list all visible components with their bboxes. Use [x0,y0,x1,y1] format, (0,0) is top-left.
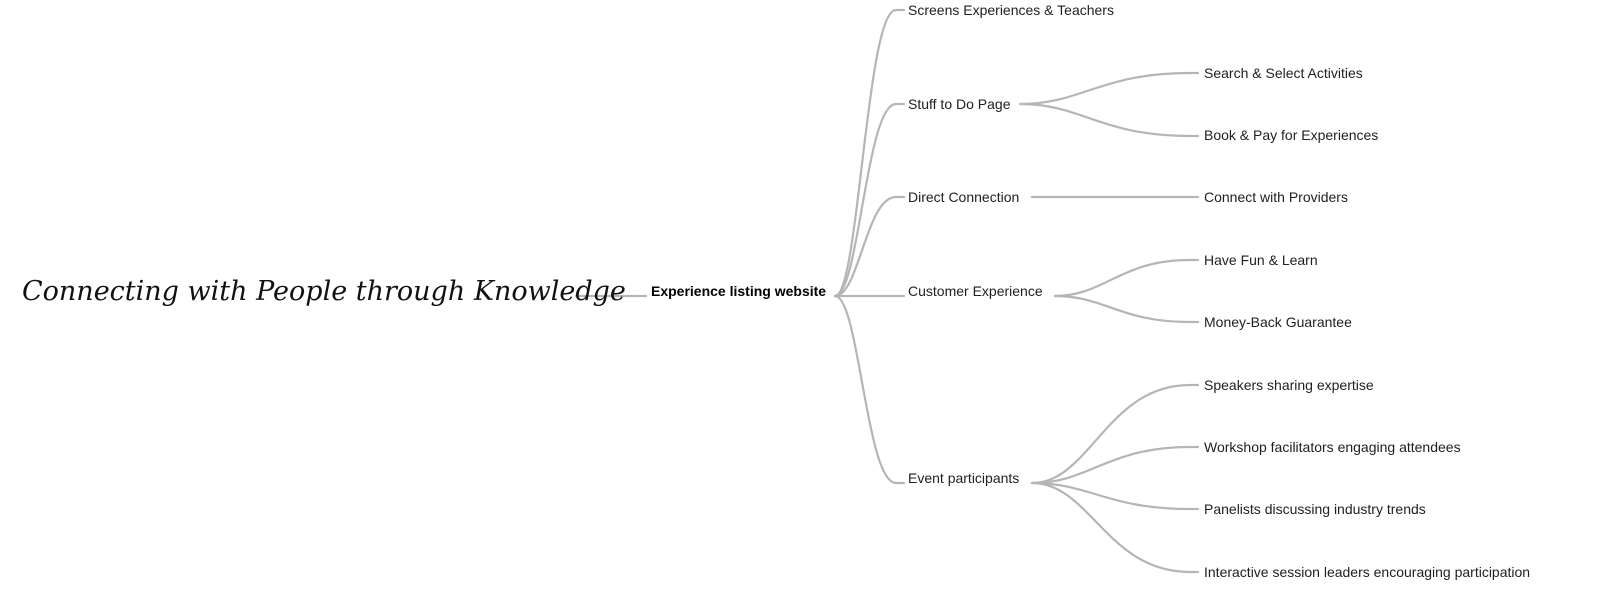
leaf-node-panelists[interactable]: Panelists discussing industry trends [1204,501,1426,517]
branch-node-stuff-to-do[interactable]: Stuff to Do Page [908,96,1011,112]
branch-node-customer-experience[interactable]: Customer Experience [908,283,1043,299]
center-branch-connector-0 [833,8,906,298]
branch-leaf-connector-3-0 [1053,258,1200,298]
branch-node-screens-experiences[interactable]: Screens Experiences & Teachers [908,2,1114,18]
branch-leaf-connector-4-0 [1030,383,1200,485]
branch-node-event-participants[interactable]: Event participants [908,470,1019,486]
center-branch-connector-4 [833,294,906,485]
branch-leaf-connector-4-1 [1030,445,1200,485]
branch-leaf-connector-1-1 [1018,102,1200,138]
leaf-node-workshop-facilitators[interactable]: Workshop facilitators engaging attendees [1204,439,1461,455]
center-node[interactable]: Experience listing website [651,283,826,299]
leaf-node-have-fun[interactable]: Have Fun & Learn [1204,252,1318,268]
center-branch-connector-1 [833,102,906,298]
connector-layer [574,8,1200,574]
leaf-node-connect-providers[interactable]: Connect with Providers [1204,189,1348,205]
root-node[interactable]: Connecting with People through Knowledge [22,276,626,307]
branch-leaf-connector-4-3 [1030,481,1200,574]
branch-leaf-connector-4-2 [1030,481,1200,511]
leaf-node-book-pay[interactable]: Book & Pay for Experiences [1204,127,1378,143]
leaf-node-speakers[interactable]: Speakers sharing expertise [1204,377,1374,393]
leaf-node-search-select[interactable]: Search & Select Activities [1204,65,1363,81]
center-branch-connector-2 [833,195,906,298]
leaf-node-money-back[interactable]: Money-Back Guarantee [1204,314,1352,330]
branch-leaf-connector-3-1 [1053,294,1200,324]
leaf-node-session-leaders[interactable]: Interactive session leaders encouraging … [1204,564,1530,580]
branch-leaf-connector-1-0 [1018,71,1200,106]
branch-node-direct-connection[interactable]: Direct Connection [908,189,1019,205]
